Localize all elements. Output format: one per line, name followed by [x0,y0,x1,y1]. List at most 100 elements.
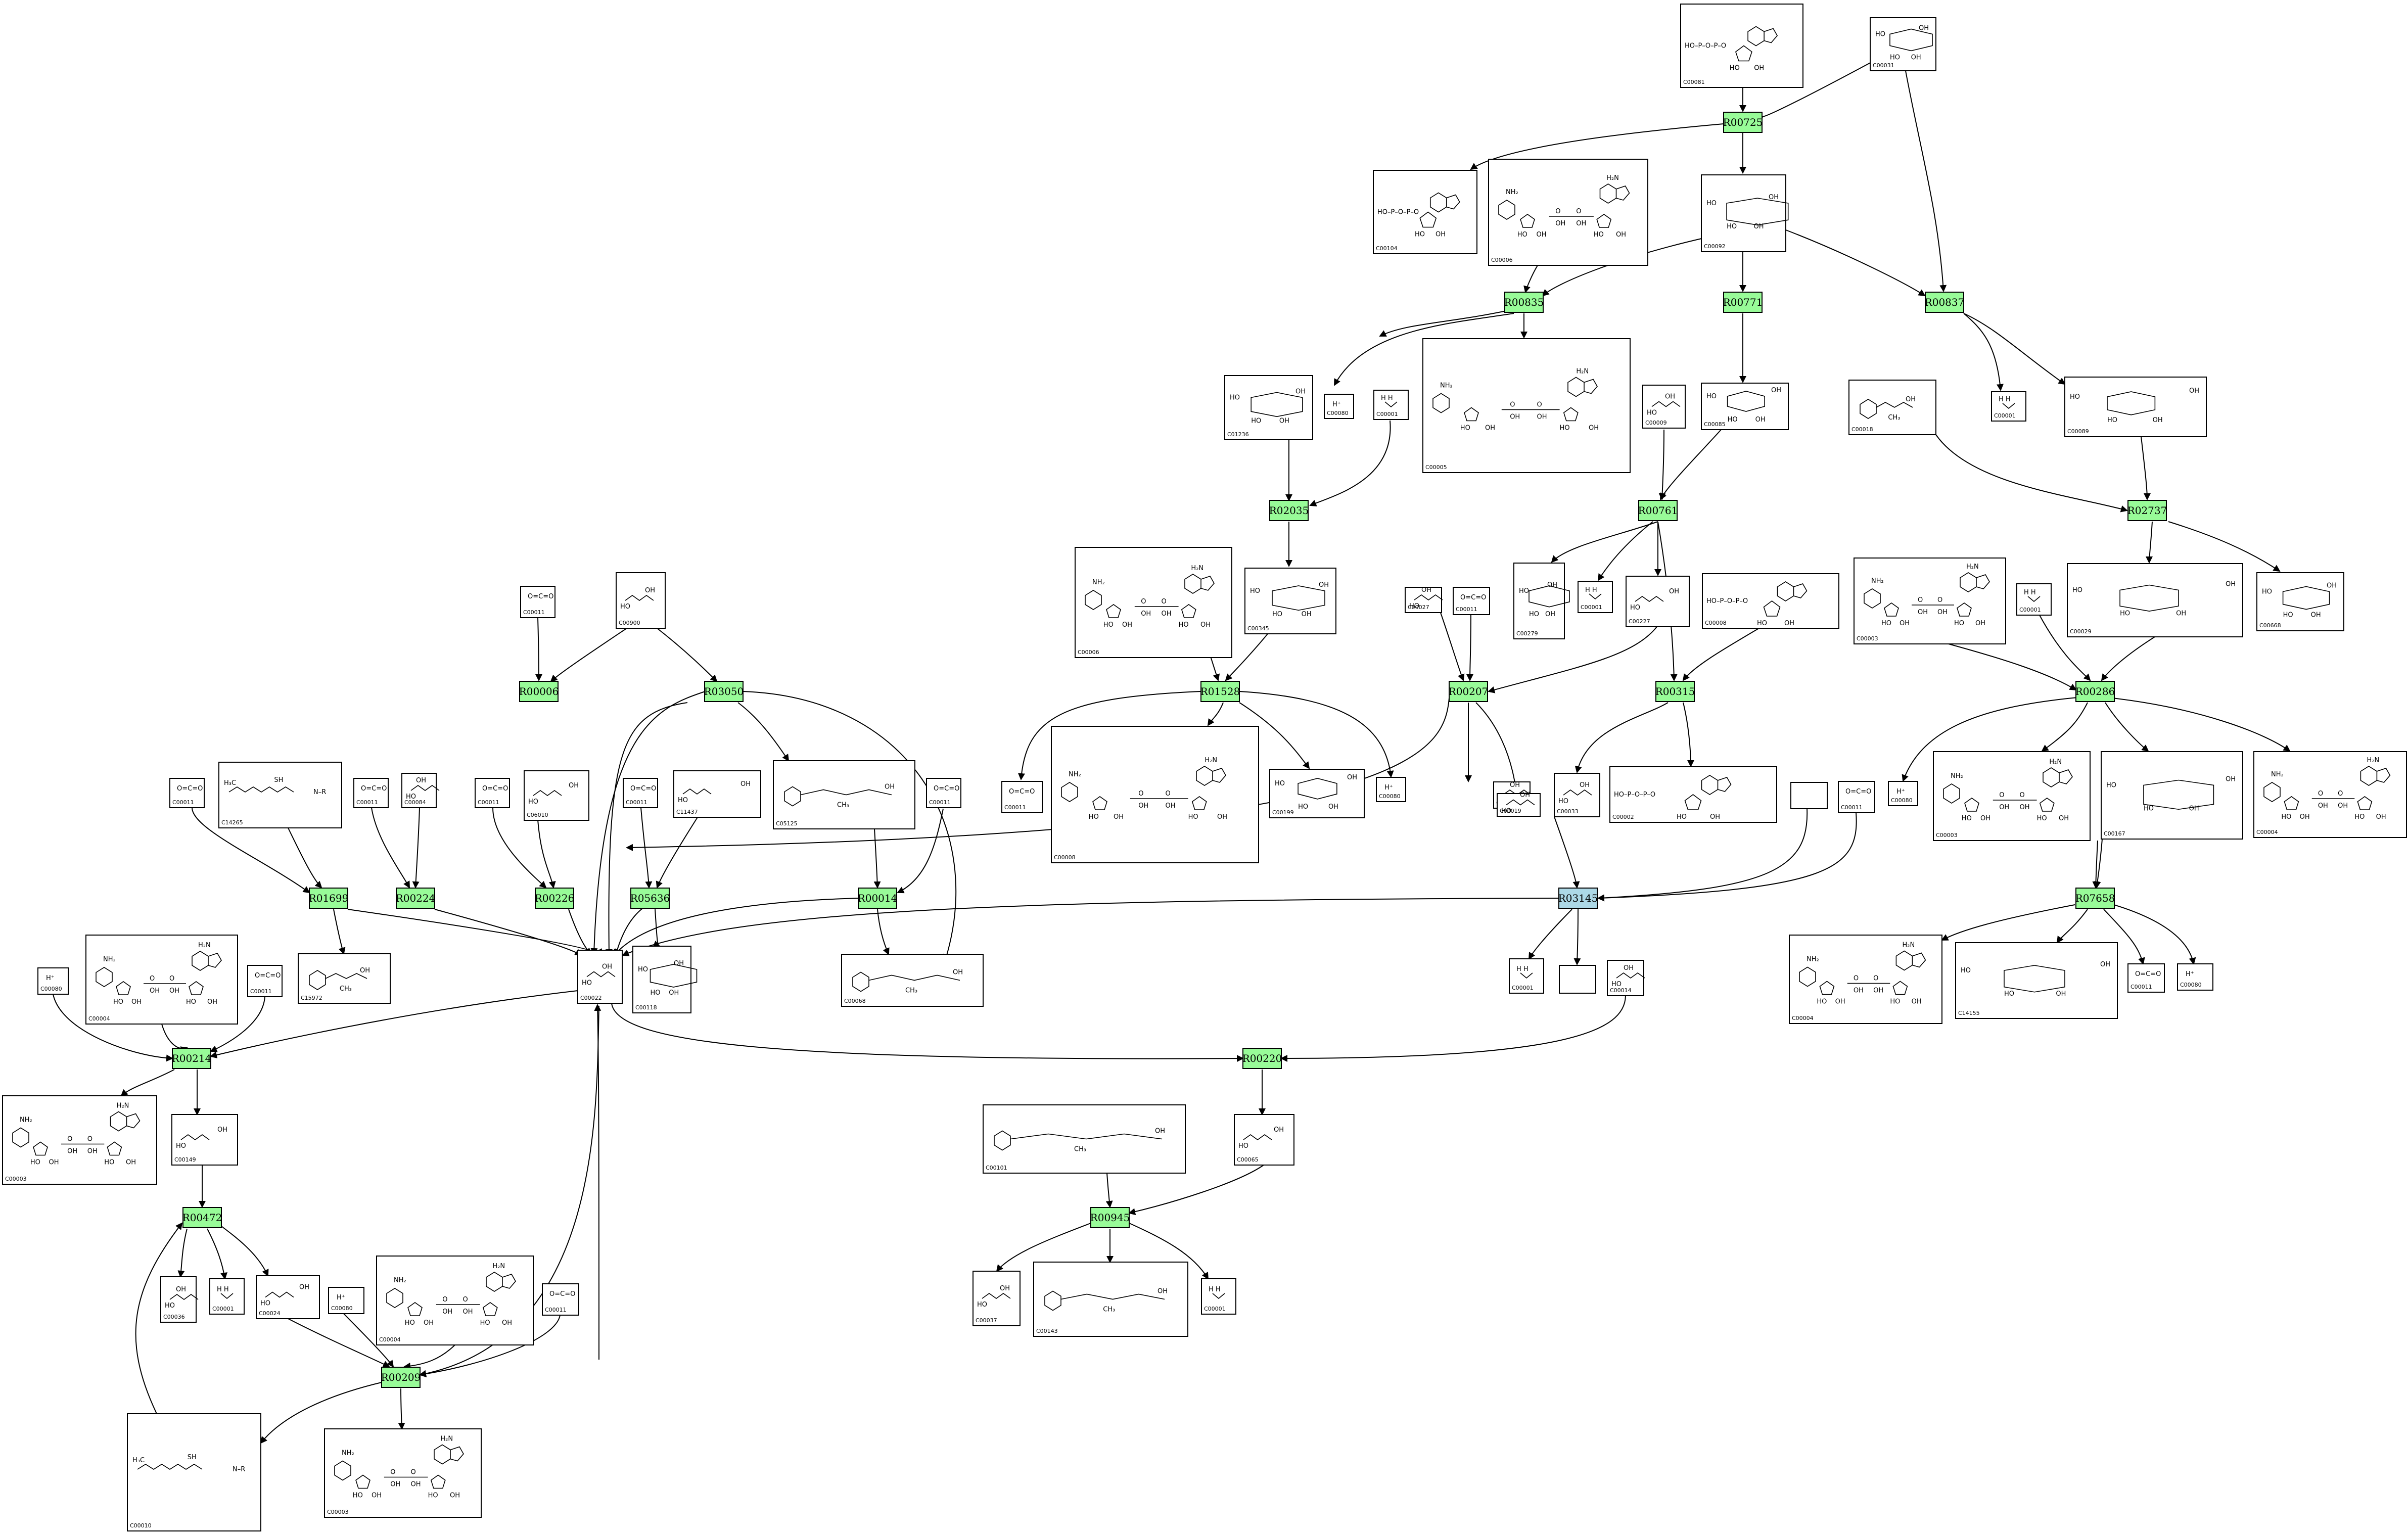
reaction-node[interactable]: R03145 [1558,888,1598,909]
reaction-node[interactable]: R00224 [396,888,436,909]
reaction-node[interactable]: R01528 [1200,681,1240,702]
reaction-node[interactable]: R00945 [1090,1207,1130,1228]
compound-node[interactable]: H⁺C00080 [1324,394,1354,419]
compound-node[interactable]: H⁺C00080 [2177,963,2213,991]
reaction-node[interactable]: R00771 [1723,292,1763,313]
reaction-node[interactable]: R00472 [182,1207,222,1228]
reaction-node[interactable]: R00226 [535,888,575,909]
reaction-node[interactable]: R02035 [1269,500,1309,521]
reaction-node[interactable]: R00006 [519,681,559,702]
reaction-node[interactable]: R00761 [1638,500,1678,521]
reaction-node[interactable]: R00725 [1723,112,1763,133]
reaction-node[interactable]: R03050 [704,681,744,702]
compound-node[interactable]: H⁺C00080 [1376,777,1406,802]
reaction-node[interactable]: R00286 [2075,681,2115,702]
compound-node[interactable]: H⁺C00080 [1888,781,1918,806]
reaction-node[interactable]: R00220 [1242,1048,1282,1069]
compound-node[interactable] [1790,782,1828,809]
reaction-node[interactable]: R00014 [858,888,898,909]
reaction-node[interactable]: R01699 [309,888,349,909]
reaction-node[interactable]: R00207 [1449,681,1489,702]
reaction-node[interactable]: R00214 [172,1048,212,1069]
compound-node[interactable]: H⁺C00080 [37,967,69,995]
reaction-node[interactable]: R02737 [2127,500,2167,521]
reaction-node[interactable]: R00315 [1655,681,1695,702]
reaction-node[interactable]: R07658 [2075,888,2115,909]
compound-node[interactable]: H⁺C00080 [328,1287,364,1314]
reaction-node[interactable]: R00835 [1504,292,1544,313]
reaction-node[interactable]: R00837 [1925,292,1965,313]
compound-node[interactable] [1559,965,1596,994]
reaction-node[interactable]: R05636 [630,888,670,909]
